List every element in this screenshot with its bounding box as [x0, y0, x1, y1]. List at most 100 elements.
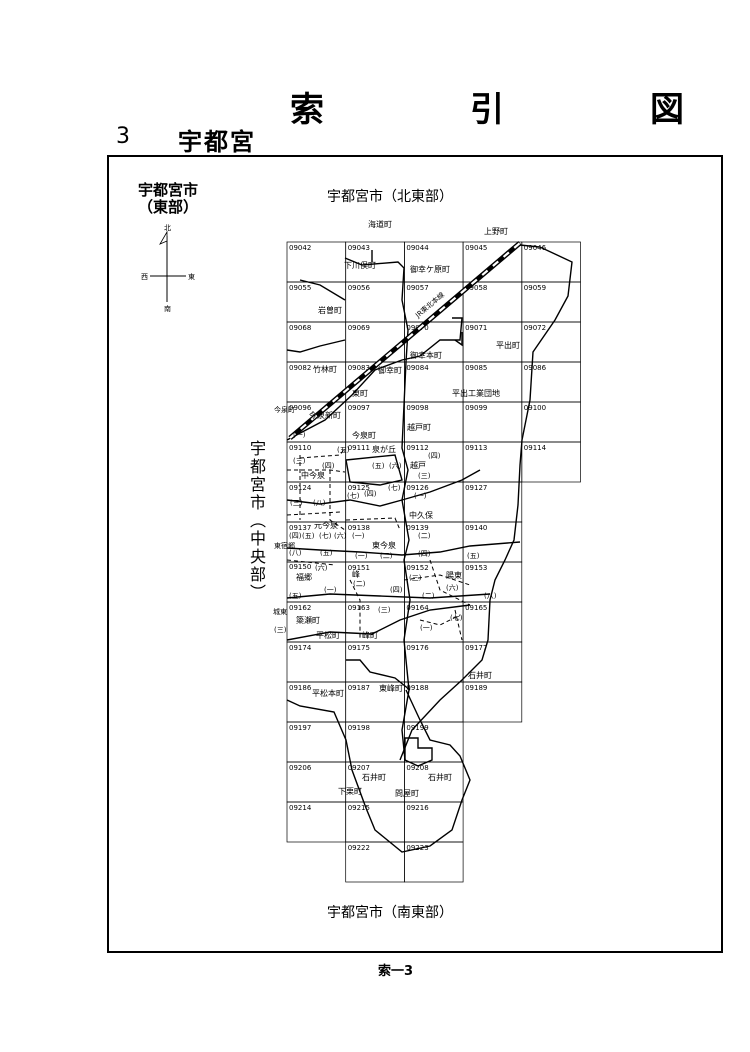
place-label: 中今泉	[301, 470, 325, 480]
ward-mark: (七)	[450, 613, 463, 622]
place-label: 越戸	[410, 460, 426, 470]
ward-mark: (三)	[418, 472, 431, 480]
grid-cell-label: 09057	[406, 284, 428, 292]
place-label: 御幸町	[378, 365, 402, 375]
grid-cell-label: 09058	[465, 284, 487, 292]
grid-cell-label: 09068	[289, 324, 311, 332]
place-label: 峰	[352, 569, 360, 579]
grid-cell-label: 09137	[289, 524, 311, 532]
ward-mark: (四)	[322, 462, 335, 470]
grid-cell-label: 09175	[348, 644, 370, 652]
grid-cell-label: 09152	[406, 564, 428, 572]
grid-cell-label: 09125	[348, 484, 370, 492]
grid-cell-label: 09138	[348, 524, 370, 532]
grid-cell[interactable]	[462, 681, 523, 723]
place-label: 下栗町	[338, 787, 362, 796]
ward-marks: (一) (三) (四) (五) (八) (三) (四) (七) (七) (一) …	[274, 431, 497, 634]
ward-mark: (二)	[353, 580, 366, 588]
grid-cell-label: 09174	[289, 644, 312, 652]
grid-cell-label: 09187	[348, 684, 370, 692]
ward-mark: (四)	[364, 490, 377, 498]
grid-cell-label: 09153	[465, 564, 487, 572]
grid-cell-label: 09096	[289, 404, 312, 412]
grid-cell-label: 09083	[348, 364, 370, 372]
place-label: 今泉町	[352, 430, 376, 440]
grid-cell-label: 09164	[406, 604, 429, 612]
city-title: 宇都宮市（東部）	[129, 182, 207, 216]
place-label: 竹林町	[313, 364, 337, 374]
ward-mark: (一)	[352, 532, 365, 540]
grid-cell[interactable]	[521, 441, 581, 483]
grid-cell-label: 09046	[524, 244, 547, 252]
ward-mark: (一)	[324, 586, 337, 594]
ward-mark: (二)	[422, 592, 435, 600]
district-boundaries	[286, 244, 573, 853]
ward-mark: (五)	[467, 552, 480, 560]
grid-cell-label: 09177	[465, 644, 487, 652]
place-label: 平松町	[316, 630, 340, 640]
grid-cell-label: 09100	[524, 404, 546, 412]
place-label: 簗瀬町	[296, 615, 320, 625]
grid-cell-label: 09114	[524, 444, 547, 452]
compass-east: 東	[188, 272, 195, 281]
ward-mark: (六)	[334, 531, 347, 540]
grid-cell-label: 09127	[465, 484, 487, 492]
grid-cell-label: 09198	[348, 724, 370, 732]
ward-mark: (四)	[418, 550, 431, 558]
ward-mark: (一)	[293, 431, 306, 439]
grid-cell-label: 09112	[406, 444, 428, 452]
grid-cell-label: 09215	[348, 804, 370, 812]
ward-mark: (六)	[315, 563, 328, 572]
ward-mark: (八)	[484, 592, 497, 600]
grid-cell-label: 09150	[289, 563, 311, 571]
ward-mark: (一)	[355, 552, 368, 560]
grid-cell-label: 09084	[406, 364, 429, 372]
ward-mark: (七)	[319, 531, 332, 540]
grid-cell-label: 09069	[348, 324, 370, 332]
grid-cell-label: 09214	[289, 804, 312, 812]
grid-cell-label: 09151	[348, 564, 370, 572]
place-label: 平松本町	[312, 688, 344, 698]
place-label: 越戸町	[407, 422, 431, 432]
grid-cell-label: 09208	[406, 764, 428, 772]
ward-mark: (四)	[390, 586, 403, 594]
grid-cell-label: 09042	[289, 244, 311, 252]
place-label: 石井町	[362, 772, 386, 782]
ward-mark: (五)	[302, 532, 315, 540]
place-label: 御幸ケ原町	[410, 264, 450, 274]
grid-cell-label: 09072	[524, 324, 546, 332]
grid-cell[interactable]	[286, 561, 347, 603]
grid-cell-label: 09124	[289, 484, 312, 492]
place-label: 東今泉	[372, 540, 396, 550]
grid-cell-label: 09055	[289, 284, 311, 292]
place-name-labels: 海道町 上野町 下川俣町 御幸ケ原町 岩曽町 JR東北本線 平出町 御幸本町 竹…	[273, 219, 520, 798]
grid-cell-label: 09059	[524, 284, 546, 292]
grid-cell-label: 09163	[348, 604, 370, 612]
ward-mark: (三)	[290, 499, 303, 507]
city-title-line: 宇都宮市	[137, 181, 198, 199]
ward-mark: (五)	[337, 446, 350, 454]
grid-cell-label: 09140	[465, 524, 487, 532]
place-label: 福郷	[296, 573, 312, 582]
grid-cell-label: 09189	[465, 684, 487, 692]
place-label: 東宿郷	[274, 541, 295, 550]
place-label: 城東	[273, 607, 287, 616]
grid-cell-label: 09086	[524, 364, 547, 372]
ward-mark: (五)	[372, 462, 385, 470]
grid-cell-label: 09207	[348, 764, 370, 772]
ward-mark: (六)	[446, 583, 459, 592]
grid-cell[interactable]	[404, 841, 464, 883]
grid-cell-label: 09071	[465, 324, 487, 332]
ward-mark: (六)	[389, 461, 402, 470]
ward-mark: (二)	[380, 552, 393, 560]
place-label: 陽東	[446, 570, 462, 580]
grid-cell-label: 09097	[348, 404, 370, 412]
grid-cell-label: 09043	[348, 244, 370, 252]
ward-mark: (七)	[347, 491, 360, 500]
ward-mark: (八)	[289, 549, 302, 557]
place-label: JR東北本線	[413, 290, 446, 320]
grid-cell-label: 09045	[465, 244, 487, 252]
grid-cell-label: 09206	[289, 764, 312, 772]
ward-mark: (一)	[420, 624, 433, 632]
